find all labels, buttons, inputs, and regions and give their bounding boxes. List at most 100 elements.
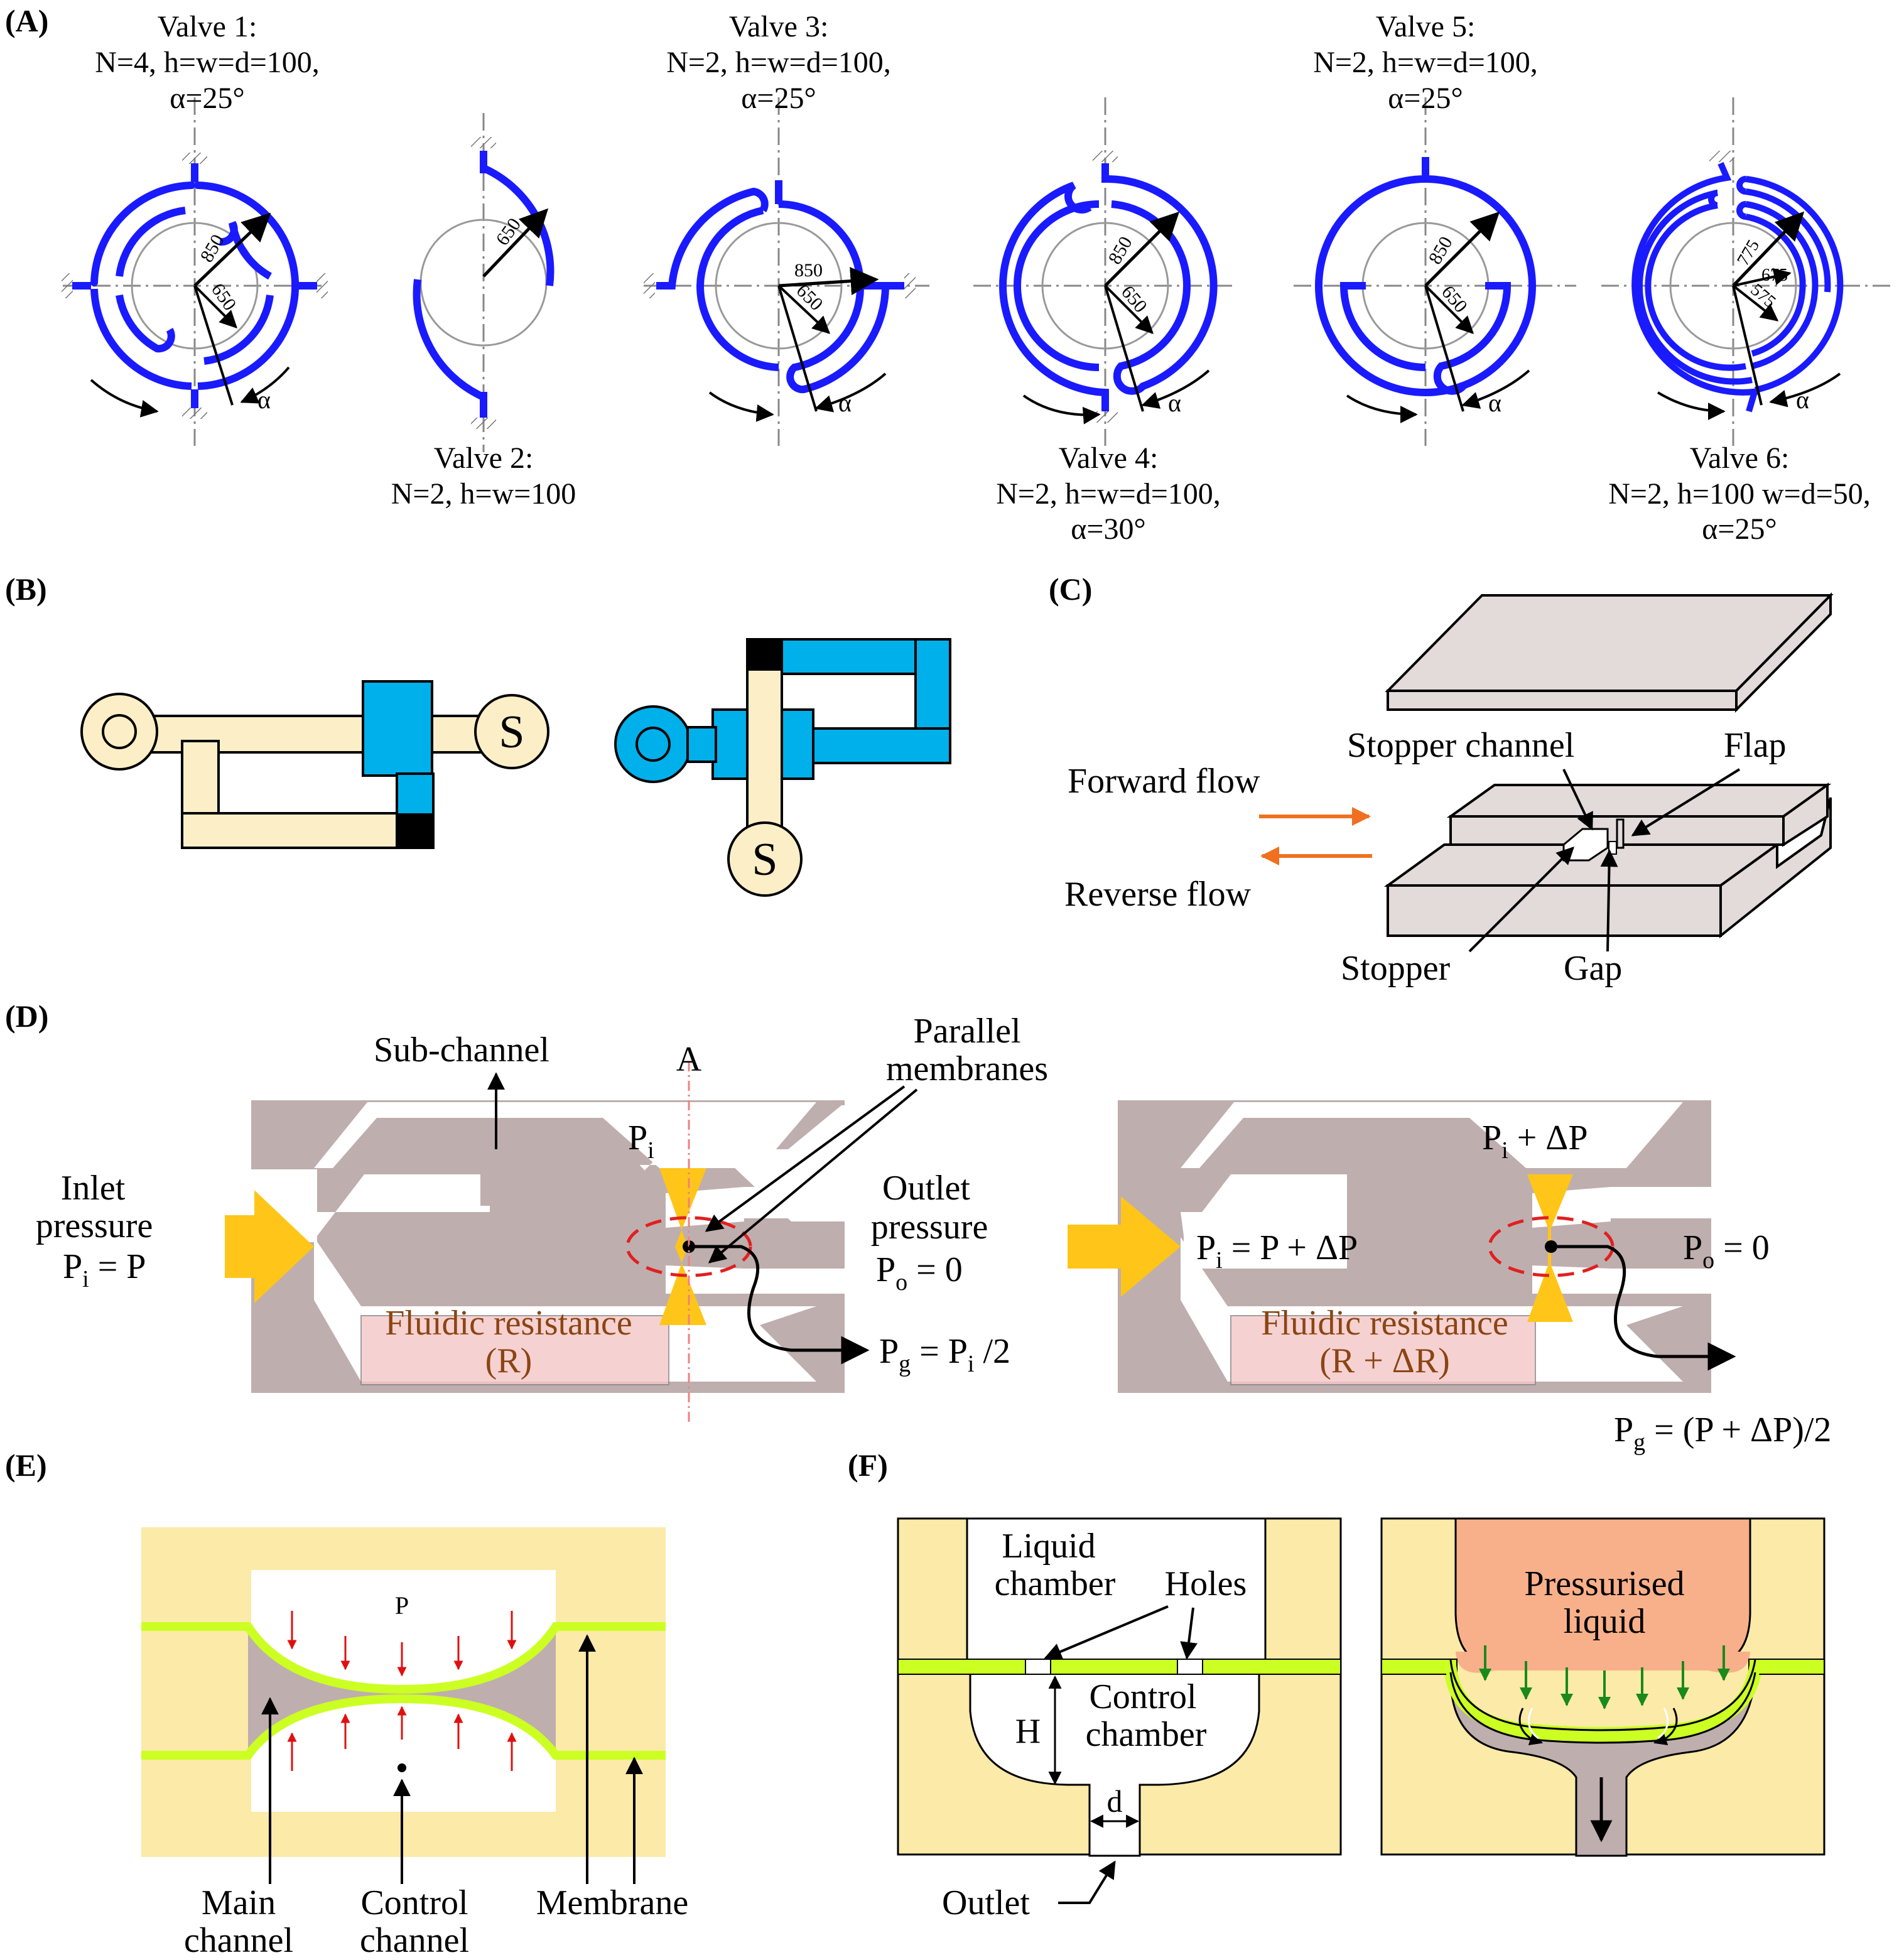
- membrane-label: Membrane: [536, 1883, 689, 1922]
- valve-5: 850 650 α: [1294, 97, 1576, 446]
- a-marker: A: [676, 1040, 702, 1079]
- valve-3-r-outer: 850: [794, 260, 823, 281]
- valve-6-params-1: N=2, h=100 w=d=50,: [1608, 477, 1871, 511]
- outlet-label-3: Po = 0: [876, 1250, 963, 1296]
- valve-1-title: Valve 1:: [158, 10, 257, 43]
- inlet-p: P: [63, 1247, 82, 1286]
- membrane-bottom: [141, 1694, 666, 1760]
- valve-5-r-outer: 850: [1425, 233, 1457, 268]
- lid-plate: [1385, 592, 1834, 713]
- valve-2-r: 650: [492, 214, 525, 249]
- liquid-chamber-2: chamber: [995, 1564, 1116, 1603]
- valve-4-r-outer: 850: [1105, 233, 1137, 268]
- valve-4-params-1: N=2, h=w=d=100,: [996, 477, 1221, 511]
- panel-a: (A) 850 6: [5, 3, 1890, 546]
- valve-4: 850 650 α: [973, 97, 1237, 446]
- pg-right-p: P: [1614, 1410, 1633, 1449]
- panel-a-label: (A): [5, 3, 48, 38]
- control-channel-2: channel: [360, 1921, 469, 1960]
- stopper-label: Stopper: [1341, 949, 1451, 988]
- control-channel-1: Control: [360, 1883, 468, 1922]
- po-right-sub: o: [1702, 1247, 1714, 1274]
- valve-3-alpha: α: [838, 389, 852, 417]
- pg-left-sub: g: [899, 1351, 911, 1377]
- panel-c: (C) Forward flow Reverse flow Stopper ch…: [1049, 571, 1834, 988]
- inlet-label-2: pressure: [36, 1206, 153, 1245]
- h-label: H: [1015, 1712, 1041, 1751]
- panel-f-label: (F): [848, 1448, 888, 1483]
- valve-4-r-inner: 650: [1117, 282, 1151, 317]
- symbol-s-left: S: [499, 707, 524, 758]
- po-right-tail: = 0: [1714, 1228, 1770, 1267]
- symbol-s-right: S: [752, 834, 777, 885]
- po-right-p: P: [1683, 1228, 1702, 1267]
- outlet-p-sub: o: [895, 1269, 907, 1296]
- main-channel-2: channel: [184, 1921, 293, 1960]
- panel-b-label: (B): [5, 571, 47, 607]
- outlet-label-1: Outlet: [882, 1169, 970, 1208]
- outlet-p-tail: = 0: [907, 1250, 963, 1289]
- pi-right-mid-tail: = P + ΔP: [1223, 1228, 1358, 1267]
- pi-left-p: P: [628, 1118, 647, 1157]
- pg-left-tail: = P: [911, 1332, 968, 1371]
- panel-d: (D) Sub-channel A Parall: [5, 999, 1831, 1456]
- valve-1-alpha: α: [257, 386, 271, 414]
- valve-2-title: Valve 2:: [434, 441, 534, 475]
- valve-1: 850 650 α: [62, 97, 328, 446]
- outlet-label: Outlet: [942, 1883, 1030, 1922]
- pg-left-label: Pg = Pi /2: [879, 1332, 1010, 1377]
- valve-6: 775 675 575 α: [1601, 97, 1890, 446]
- pi-right-top-tail: + ΔP: [1508, 1118, 1588, 1157]
- pi-left-label: Pi: [628, 1118, 654, 1164]
- valve-2-params-1: N=2, h=w=100: [391, 477, 576, 511]
- fr-left-label-2: (R): [485, 1341, 533, 1380]
- flap-label: Flap: [1724, 726, 1787, 765]
- tesla-valve-right: S: [614, 638, 951, 897]
- valve-1-params-2: α=25°: [170, 82, 244, 115]
- liquid-arrows: [1479, 1645, 1730, 1709]
- fr-right-label-1: Fluidic resistance: [1261, 1304, 1508, 1343]
- valve-1-r-inner: 650: [207, 279, 241, 315]
- pg-left-p: P: [879, 1332, 899, 1371]
- pi-right-top-p: P: [1482, 1118, 1501, 1157]
- outlet-label-2: pressure: [871, 1208, 988, 1247]
- pi-right-top-label: Pi + ΔP: [1482, 1118, 1588, 1164]
- panel-e-label: (E): [5, 1448, 47, 1483]
- valve-5-title: Valve 5:: [1376, 10, 1476, 43]
- valve-5-r-inner: 650: [1437, 282, 1471, 317]
- valve-5-params-2: α=25°: [1388, 82, 1463, 115]
- valve-1-r-outer: 850: [197, 231, 229, 266]
- inlet-p-tail: = P: [89, 1247, 146, 1286]
- valve-6-r-outer: 775: [1733, 237, 1763, 269]
- pg-left-tail2: /2: [974, 1332, 1010, 1371]
- valve-5-alpha: α: [1488, 389, 1501, 417]
- holes-label: Holes: [1165, 1564, 1247, 1603]
- pi-right-mid-p: P: [1196, 1228, 1216, 1267]
- valve-4-params-2: α=30°: [1071, 512, 1145, 546]
- chip-right: [1118, 1100, 1711, 1393]
- stopper-channel-label: Stopper channel: [1347, 726, 1574, 765]
- inlet-label-3: Pi = P: [63, 1247, 146, 1292]
- inlet-arrow-right: [1068, 1196, 1181, 1297]
- parallel-label-2: membranes: [886, 1049, 1048, 1088]
- valve-3-params-2: α=25°: [741, 82, 816, 115]
- panel-f: (F) Liquid chamber Holes H Control chamb…: [848, 1448, 1826, 1922]
- valve-4-alpha: α: [1168, 389, 1181, 417]
- main-channel-1: Main: [202, 1883, 276, 1922]
- valve-2: 650: [413, 113, 554, 452]
- control-chamber-2: chamber: [1086, 1715, 1207, 1754]
- valve-6-r-mid: 675: [1761, 266, 1788, 285]
- pressurised-2: liquid: [1564, 1602, 1646, 1641]
- panel-e: (E) P Main channel Control channel M: [5, 1448, 688, 1960]
- reverse-flow-label: Reverse flow: [1064, 875, 1252, 914]
- chamber-after: [1380, 1517, 1826, 1857]
- pi-right-top-sub: i: [1501, 1137, 1508, 1164]
- inlet-label-1: Inlet: [61, 1169, 126, 1208]
- chamber-before: [897, 1517, 1342, 1857]
- pressure-arrows-up: [287, 1706, 517, 1771]
- chip-left: [251, 1061, 845, 1422]
- sub-channel-label: Sub-channel: [374, 1031, 549, 1069]
- valve-6-alpha: α: [1796, 386, 1809, 414]
- valve-3-title: Valve 3:: [729, 10, 829, 43]
